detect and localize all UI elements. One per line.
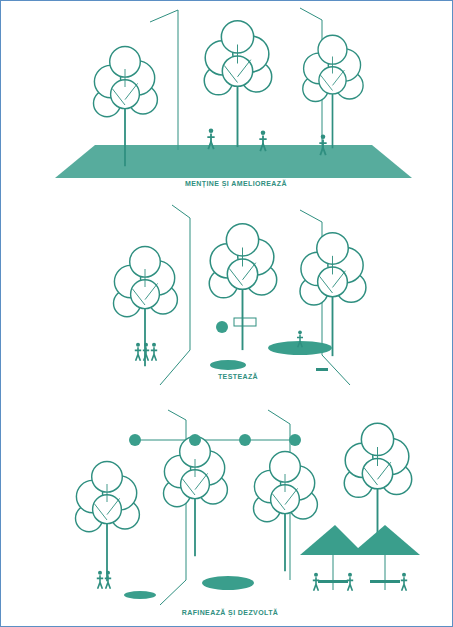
umbrella-pole [333,555,334,590]
person [207,128,214,149]
shrub [216,321,228,333]
planted-bed [210,360,246,370]
ground-plane [55,145,412,178]
umbrella-pole [385,555,386,590]
umbrella [350,525,420,555]
tree [204,21,271,147]
person [319,134,326,155]
planted-bed [202,576,254,590]
panel-label: RAFINEAZĂ ȘI DEZVOLTĂ [182,608,279,617]
panel-label: MENȚINE ȘI AMELIOREAZĂ [185,179,287,188]
walls [150,8,322,150]
person [135,343,141,361]
tree [76,462,140,582]
person [259,130,266,151]
person [401,573,407,591]
tree [209,224,276,350]
tree [300,233,366,357]
table [370,580,400,583]
person [97,571,103,589]
table [318,580,348,583]
planted-bed [124,591,156,599]
lanterns [129,434,301,446]
lantern [289,434,301,446]
tree [303,35,363,148]
lantern [189,434,201,446]
person [151,343,157,361]
panel-label: TESTEAZĂ [218,372,258,381]
person [297,330,303,347]
lantern [239,434,251,446]
tree [94,47,158,167]
wall-line [160,410,186,605]
person [105,571,111,589]
person [313,573,319,591]
light-string [130,440,300,441]
tree [114,247,178,367]
tree [164,437,228,557]
lantern [129,434,141,446]
tree [344,423,411,549]
bench [234,318,256,326]
person [143,343,149,361]
bench [316,368,328,371]
person [347,573,353,591]
